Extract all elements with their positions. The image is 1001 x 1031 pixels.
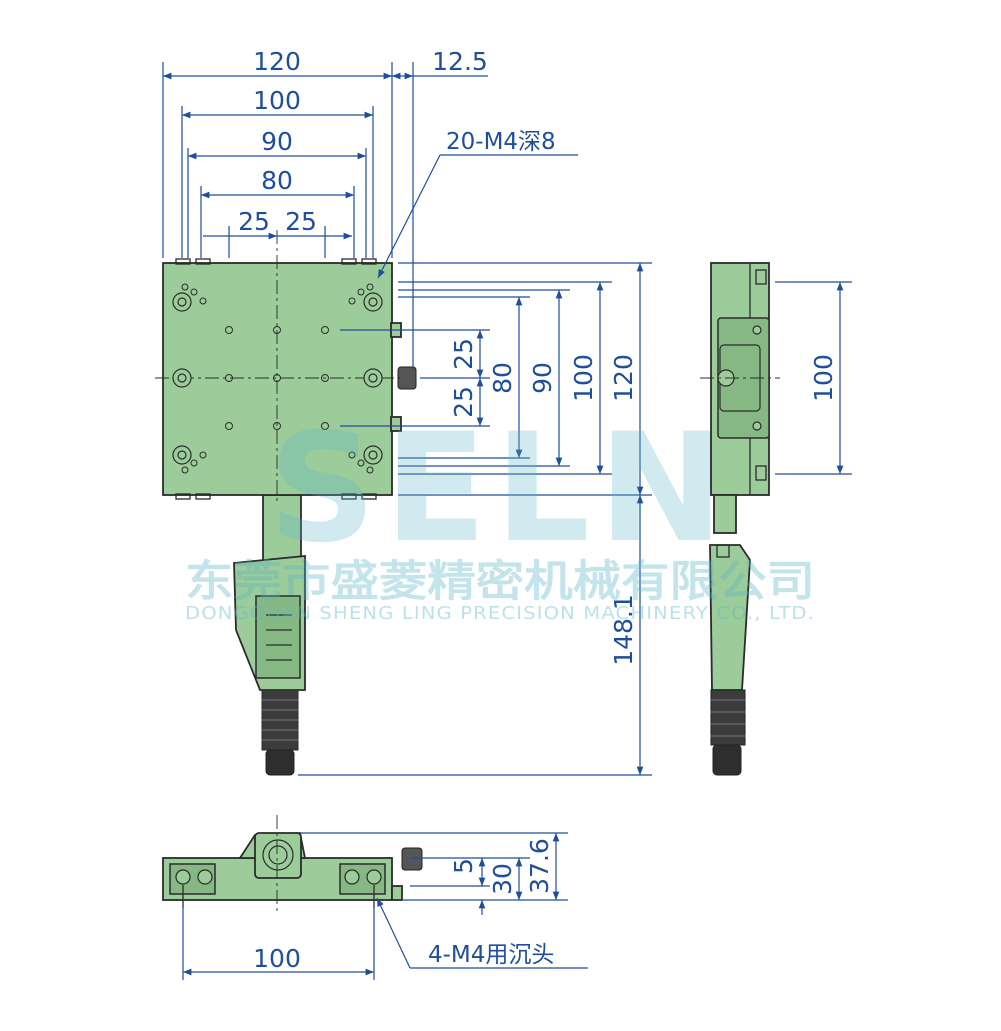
stage-plate-top: [162, 262, 393, 496]
dim-5-front: 5: [449, 858, 478, 874]
front-dimensions: 5 30 37.6 100: [182, 832, 568, 980]
right-dimensions: 25 25 80 90 100 120 148.1: [298, 262, 652, 776]
note-4-m4: 4-M4用沉头: [428, 942, 554, 968]
side-view: [700, 262, 780, 776]
note-20-m4: 20-M4深8: [446, 129, 556, 155]
dim-25-right-lower: 25: [449, 386, 478, 418]
dim-100-right: 100: [569, 354, 598, 402]
dim-25-right-upper: 25: [449, 338, 478, 370]
dim-100-side: 100: [809, 354, 838, 402]
hole-callout-bottom: 4-M4用沉头: [376, 897, 588, 969]
counterbore-hole: [172, 292, 383, 465]
dim-80-top: 80: [261, 166, 293, 195]
top-view: [155, 230, 417, 776]
watermark-company-en: DONGGUAN SHENG LING PRECISION MACHINERY …: [185, 603, 815, 624]
watermark: SELN 东莞市盛菱精密机械有限公司 DONGGUAN SHENG LING P…: [185, 402, 815, 624]
dim-30-front: 30: [488, 863, 517, 895]
dim-100-top: 100: [253, 86, 301, 115]
dim-100-front-bottom: 100: [253, 944, 301, 973]
dim-25-top-right: 25: [285, 207, 317, 236]
watermark-company-cn: 东莞市盛菱精密机械有限公司: [185, 557, 815, 607]
dim-80-right: 80: [488, 362, 517, 394]
micrometer-top-view: [233, 494, 306, 776]
dim-148-1: 148.1: [609, 594, 638, 666]
front-view: [162, 815, 423, 915]
dim-120-top: 120: [253, 47, 301, 76]
dim-120-right: 120: [609, 354, 638, 402]
dim-12-5-top: 12.5: [432, 47, 488, 76]
top-dimensions: 120 100 90 80 25 25 12.5: [162, 47, 488, 370]
dim-37-6-front: 37.6: [525, 838, 554, 894]
hole-callout-top: 20-M4深8: [377, 129, 578, 279]
side-dimensions: 100: [775, 281, 852, 475]
watermark-logo: SELN: [268, 402, 732, 576]
dim-25-top-left: 25: [238, 207, 270, 236]
dim-90-top: 90: [261, 127, 293, 156]
dim-90-right: 90: [528, 362, 557, 394]
tapped-hole: [181, 283, 374, 474]
